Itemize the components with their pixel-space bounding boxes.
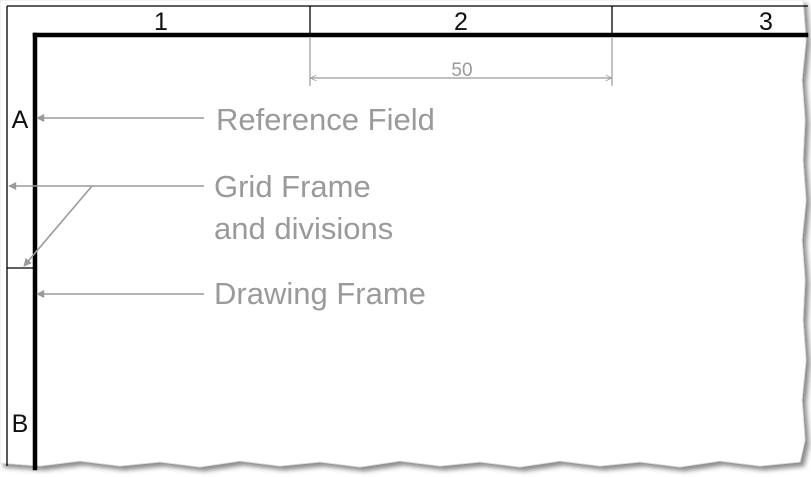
grid-division-leader <box>23 185 93 267</box>
column-label-1: 1 <box>154 8 168 36</box>
row-label-a: A <box>12 106 29 134</box>
callout-leaders <box>8 114 204 298</box>
row-label-b: B <box>12 410 29 438</box>
column-label-3: 3 <box>759 8 773 36</box>
dimension-50 <box>309 38 613 86</box>
grid-frame <box>6 5 808 466</box>
paper-sheet <box>0 0 807 468</box>
reference-field-label: Reference Field <box>216 102 435 137</box>
grid-frame-label-line2: and divisions <box>214 211 393 246</box>
column-label-2: 2 <box>454 8 468 36</box>
dimension-value: 50 <box>451 60 472 81</box>
drawing-frame <box>32 32 809 471</box>
drawing-frame-label: Drawing Frame <box>214 276 426 311</box>
grid-frame-label-line1: Grid Frame <box>214 169 371 204</box>
